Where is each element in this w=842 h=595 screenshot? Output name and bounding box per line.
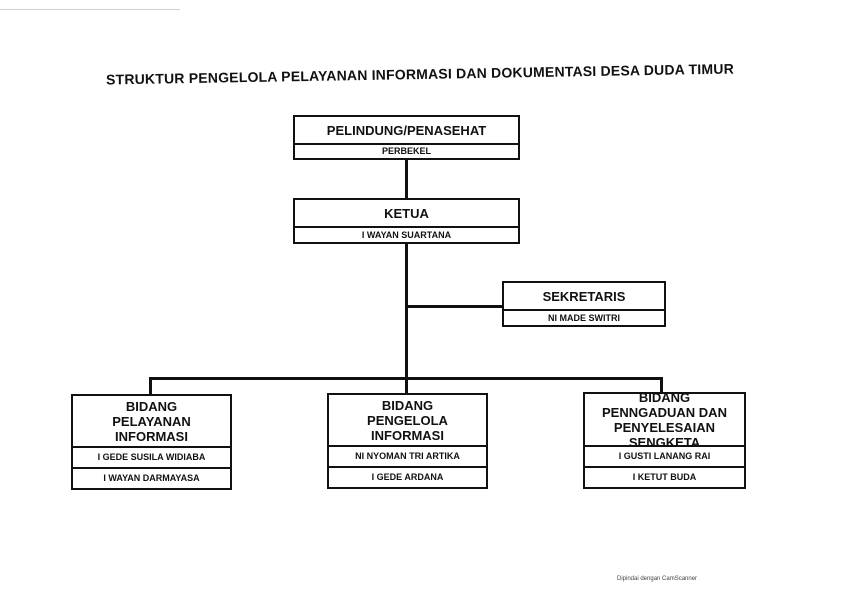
connector-bidang-pelayanan — [149, 377, 152, 395]
node-sekretaris: SEKRETARIS NI MADE SWITRI — [502, 281, 666, 327]
node-sekretaris-role: SEKRETARIS — [504, 283, 664, 311]
node-pelindung-member: PERBEKEL — [381, 146, 431, 156]
node-bidang-pengelola-member-2: I GEDE ARDANA — [329, 466, 486, 487]
connector-ketua-trunk — [405, 243, 408, 379]
connector-sekretaris — [406, 305, 502, 308]
node-bidang-pelayanan-member-1: I GEDE SUSILA WIDIABA — [97, 452, 206, 462]
node-bidang-pelayanan-role: BIDANG PELAYANAN INFORMASI — [73, 396, 230, 448]
node-sekretaris-member: NI MADE SWITRI — [548, 312, 620, 323]
node-bidang-pengaduan-member-2: I KETUT BUDA — [585, 466, 744, 487]
node-bidang-pengaduan: BIDANG PENNGADUAN DAN PENYELESAIAN SENGK… — [583, 390, 746, 489]
chart-title: STRUKTUR PENGELOLA PELAYANAN INFORMASI D… — [105, 60, 735, 88]
connector-bidang-pengelola — [405, 377, 408, 394]
node-bidang-pengaduan-role: BIDANG PENNGADUAN DAN PENYELESAIAN SENGK… — [585, 390, 744, 450]
node-ketua-role: KETUA — [295, 200, 518, 228]
node-bidang-pengelola-role: BIDANG PENGELOLA INFORMASI — [329, 395, 486, 447]
connector-pelindung-ketua — [405, 158, 408, 198]
node-pelindung-role: PELINDUNG/PENASEHAT — [295, 117, 518, 145]
connector-bidang-pengaduan — [660, 377, 663, 393]
node-bidang-pengelola-member-1: NI NYOMAN TRI ARTIKA — [355, 451, 460, 461]
node-bidang-pengelola: BIDANG PENGELOLA INFORMASI NI NYOMAN TRI… — [327, 393, 488, 489]
node-bidang-pelayanan-member-2: I WAYAN DARMAYASA — [73, 467, 230, 488]
node-ketua-member: I WAYAN SUARTANA — [361, 229, 452, 240]
node-ketua: KETUA I WAYAN SUARTANA — [293, 198, 520, 244]
scan-edge-mark — [0, 9, 180, 10]
scanner-footer: Dipindai dengan CamScanner — [617, 576, 698, 582]
node-bidang-pengaduan-member-1: I GUSTI LANANG RAI — [618, 451, 711, 461]
node-bidang-pelayanan: BIDANG PELAYANAN INFORMASI I GEDE SUSILA… — [71, 394, 232, 490]
node-pelindung: PELINDUNG/PENASEHAT PERBEKEL — [293, 115, 520, 160]
